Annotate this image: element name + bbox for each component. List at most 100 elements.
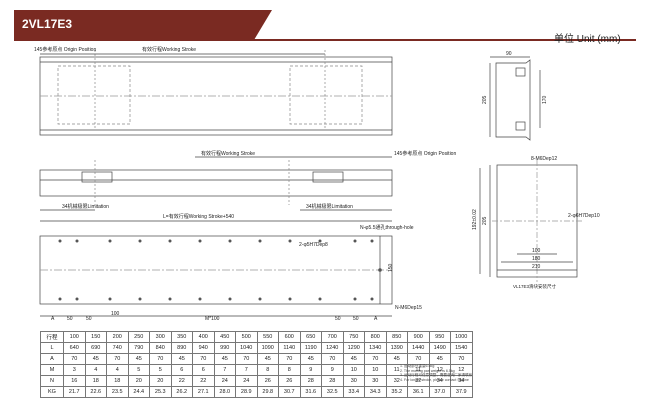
spec-cell: 26 [278, 375, 301, 387]
spec-cell: 940 [192, 342, 215, 354]
spec-cell: 37.0 [428, 386, 451, 398]
spec-cell: 550 [256, 331, 279, 343]
spec-cell: 22 [192, 375, 215, 387]
spec-cell: 28 [299, 375, 322, 387]
spec-cell: 900 [407, 331, 430, 343]
spec-cell: 29.8 [256, 386, 279, 398]
hole [228, 239, 232, 243]
spec-cell: 6 [170, 364, 193, 376]
end-view-slot [515, 67, 526, 77]
top-view [39, 50, 393, 136]
spec-cell: 20 [127, 375, 150, 387]
spec-cell: 45 [428, 353, 451, 365]
end-view-90: 90 [506, 51, 512, 57]
spec-cell: 1440 [407, 342, 430, 354]
section-tap: 8-M6Dep12 [531, 156, 557, 162]
spec-cell: 1190 [299, 342, 322, 354]
top-origin-label: 145参考原点 Origin Position [34, 46, 96, 53]
spec-cell: 8 [278, 364, 301, 376]
side-stroke-label: 有效行程Working Stroke [201, 150, 255, 157]
spec-cell: 950 [428, 331, 451, 343]
spec-cell: 45 [213, 353, 236, 365]
spec-cell: 28.0 [213, 386, 236, 398]
title-underline [14, 39, 636, 41]
note-line: 2. The moving part weight is 6.5kg [400, 368, 455, 373]
spec-cell: 790 [127, 342, 150, 354]
spec-cell: 31.6 [299, 386, 322, 398]
spec-cell: 18 [84, 375, 107, 387]
spec-cell: 45 [256, 353, 279, 365]
side-view [39, 156, 393, 222]
spec-notes: 1. 运动部分重量6.5kg 2. The moving part weight… [400, 364, 472, 382]
spec-cell: 3 [63, 364, 86, 376]
spec-cell: 1140 [278, 342, 301, 354]
bottom-dowel: 2-φ5H7Dep8 [299, 242, 328, 248]
spec-cell: 250 [127, 331, 150, 343]
hole [288, 297, 292, 301]
spec-cell: 850 [385, 331, 408, 343]
spec-cell: 70 [192, 353, 215, 365]
spec-cell: 300 [149, 331, 172, 343]
spec-cell: 350 [170, 331, 193, 343]
spec-cell: 16 [63, 375, 86, 387]
spec-cell: 1490 [428, 342, 451, 354]
spec-cell: 33.4 [342, 386, 365, 398]
spec-cell: 10 [364, 364, 387, 376]
spec-cell: 840 [149, 342, 172, 354]
top-view-slider [57, 65, 131, 125]
hole [353, 297, 357, 301]
spec-cell: 1090 [256, 342, 279, 354]
spec-cell: 5 [127, 364, 150, 376]
hole [258, 297, 262, 301]
spec-cell: 28.9 [235, 386, 258, 398]
dowel-hole [378, 268, 382, 272]
spec-cell: 45 [299, 353, 322, 365]
spec-cell: 700 [321, 331, 344, 343]
hole [108, 239, 112, 243]
hole [138, 239, 142, 243]
spec-cell: 450 [213, 331, 236, 343]
hole [58, 297, 62, 301]
spec-cell: 990 [213, 342, 236, 354]
note-line: 3. 运动行程可任意调整，需要咨询厂家请联系 [400, 373, 473, 378]
bottom-dim-m100: M*100 [205, 316, 220, 322]
hole [198, 239, 202, 243]
section-205: 205 [482, 216, 488, 225]
bottom-through-hole: N-φ5.5通孔through-hole [360, 224, 414, 231]
spec-cell: 34.3 [364, 386, 387, 398]
spec-cell: 800 [364, 331, 387, 343]
model-title: 2VL17E3 [22, 17, 73, 31]
title-tab [14, 10, 272, 40]
note-line: 4. For longer stroke, please contact Sky… [400, 377, 469, 382]
spec-cell: 22 [170, 375, 193, 387]
side-length-label: L=有效行程Working Stroke+540 [163, 213, 234, 220]
hole [75, 239, 79, 243]
spec-row-label: 行程 [40, 331, 64, 343]
spec-cell: 600 [278, 331, 301, 343]
spec-cell: 45 [342, 353, 365, 365]
spec-cell: 23.5 [106, 386, 129, 398]
section-caption: VL17E3滑块安装尺寸 [513, 283, 557, 290]
bottom-dim-50: 50 [353, 316, 359, 322]
spec-cell: 1040 [235, 342, 258, 354]
section-100: 100 [532, 248, 541, 254]
spec-cell: 30 [364, 375, 387, 387]
hole [318, 297, 322, 301]
spec-cell: 25.3 [149, 386, 172, 398]
hole [288, 239, 292, 243]
side-view-carriage [81, 171, 113, 183]
spec-cell: 70 [407, 353, 430, 365]
note-line: 1. 运动部分重量6.5kg [400, 364, 435, 368]
spec-cell: 32.5 [321, 386, 344, 398]
bottom-view [39, 235, 393, 317]
spec-cell: 100 [63, 331, 86, 343]
spec-cell: 70 [63, 353, 86, 365]
spec-row-label: A [40, 353, 64, 365]
spec-cell: 740 [106, 342, 129, 354]
spec-cell: 1340 [364, 342, 387, 354]
spec-cell: 30.7 [278, 386, 301, 398]
